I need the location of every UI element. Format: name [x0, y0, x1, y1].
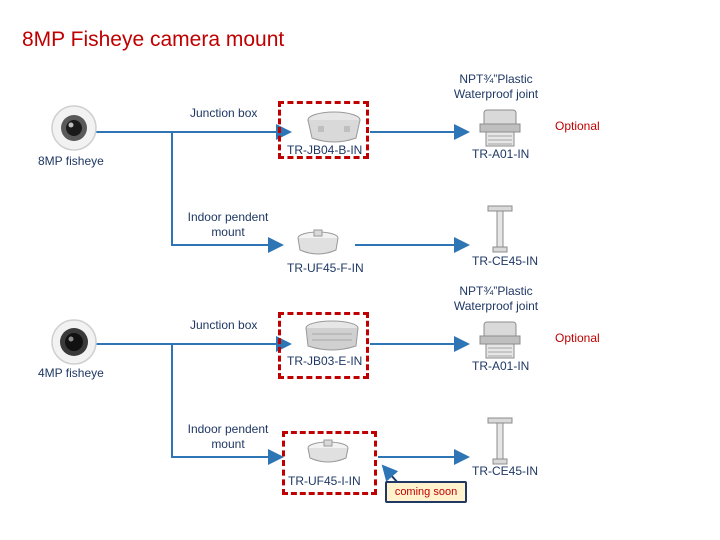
junction-box-highlight-bottom	[278, 312, 369, 379]
fisheye-camera-4mp-icon	[51, 319, 97, 365]
junction-box-model-bottom: TR-JB03-E-IN	[287, 354, 363, 368]
junction-box-jb03-icon	[305, 320, 359, 351]
line-branch-top	[171, 132, 284, 253]
ceiling-mount-bottom-icon	[487, 417, 513, 465]
junction-box-model-top: TR-JB04-B-IN	[287, 143, 363, 157]
ceiling-model-top: TR-CE45-IN	[472, 254, 539, 268]
camera-label-bottom: 4MP fisheye	[38, 366, 104, 380]
arrow-coming-soon	[381, 464, 399, 484]
waterproof-label-top: NPT¾”Plastic Waterproof joint	[453, 72, 539, 101]
waterproof-joint-top-icon	[479, 109, 521, 147]
pendent-model-bottom: TR-UF45-I-IN	[288, 474, 361, 488]
line-branch-bottom	[171, 344, 284, 465]
junction-box-label-bottom: Junction box	[190, 318, 258, 332]
pendent-highlight-bottom	[282, 431, 377, 495]
pendent-mount-uf45i-icon	[307, 439, 349, 463]
pendent-model-top: TR-UF45-F-IN	[287, 261, 364, 275]
ceiling-mount-top-icon	[487, 205, 513, 253]
waterproof-joint-bottom-icon	[479, 321, 521, 359]
waterproof-label-bottom: NPT¾”Plastic Waterproof joint	[453, 284, 539, 313]
pendent-mount-uf45f-icon	[297, 229, 339, 255]
waterproof-model-bottom: TR-A01-IN	[472, 359, 530, 373]
fisheye-camera-8mp-icon	[51, 105, 97, 151]
junction-box-label-top: Junction box	[190, 106, 258, 120]
optional-label-top: Optional	[555, 119, 600, 133]
junction-box-highlight-top	[278, 101, 369, 159]
page-title: 8MP Fisheye camera mount	[22, 28, 285, 51]
pendent-label-bottom: Indoor pendent mount	[187, 422, 269, 451]
junction-box-jb04-icon	[307, 111, 361, 143]
waterproof-model-top: TR-A01-IN	[472, 147, 530, 161]
optional-label-bottom: Optional	[555, 331, 600, 345]
pendent-label-top: Indoor pendent mount	[187, 210, 269, 239]
camera-label-top: 8MP fisheye	[38, 154, 104, 168]
ceiling-model-bottom: TR-CE45-IN	[472, 464, 539, 478]
coming-soon-badge: coming soon	[385, 481, 467, 503]
